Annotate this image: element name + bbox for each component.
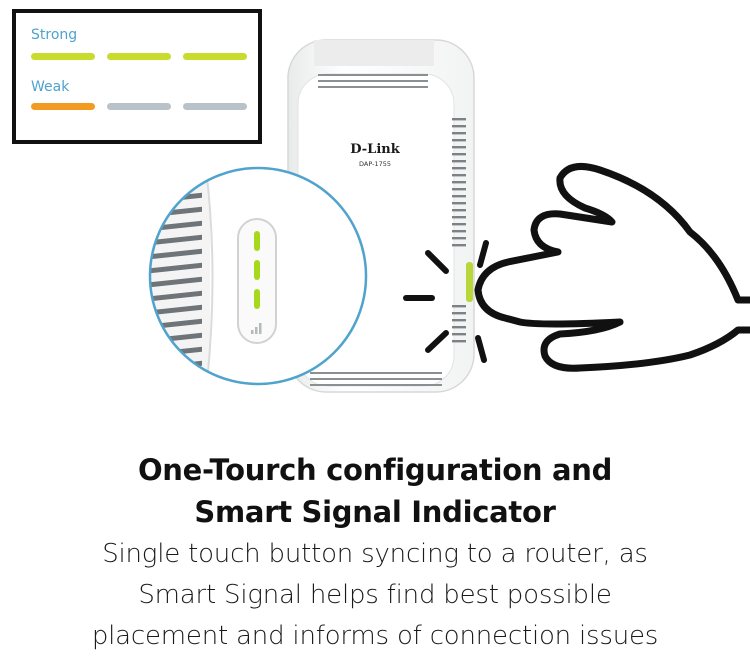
signal-icon — [251, 323, 262, 334]
weak-bar — [107, 103, 171, 110]
weak-bar — [31, 103, 95, 110]
weak-bar — [183, 103, 247, 110]
caption-body-line-1: Single touch button syncing to a router,… — [102, 539, 648, 569]
strong-bar — [31, 53, 95, 60]
weak-label: Weak — [31, 79, 70, 95]
brand-logo: D-Link — [350, 142, 400, 157]
led-panel — [237, 218, 277, 344]
model-label: DAP-1755 — [359, 160, 391, 168]
caption-title-line-1: One-Tourch configuration and — [137, 453, 613, 487]
device-illustration: D-Link DAP-1755 — [148, 39, 750, 393]
led-zoom-circle — [148, 166, 368, 386]
wps-button — [466, 262, 473, 302]
strong-bar — [107, 53, 171, 60]
press-rays — [403, 240, 489, 363]
caption-title-line-2: Smart Signal Indicator — [194, 495, 556, 529]
vent-slots-right — [452, 118, 466, 343]
strong-label: Strong — [31, 27, 78, 43]
vent-slots-top — [318, 74, 428, 88]
pointing-hand-icon — [474, 162, 750, 372]
strong-bar — [183, 53, 247, 60]
vent-slots-bottom — [310, 372, 442, 386]
caption-body-line-3: placement and informs of connection issu… — [91, 621, 659, 651]
led-indicator — [254, 260, 260, 280]
caption-body-line-2: Smart Signal helps find best possible — [138, 580, 612, 610]
signal-legend: Strong Weak — [12, 9, 262, 144]
led-indicator — [254, 289, 260, 309]
led-indicator — [254, 231, 260, 251]
